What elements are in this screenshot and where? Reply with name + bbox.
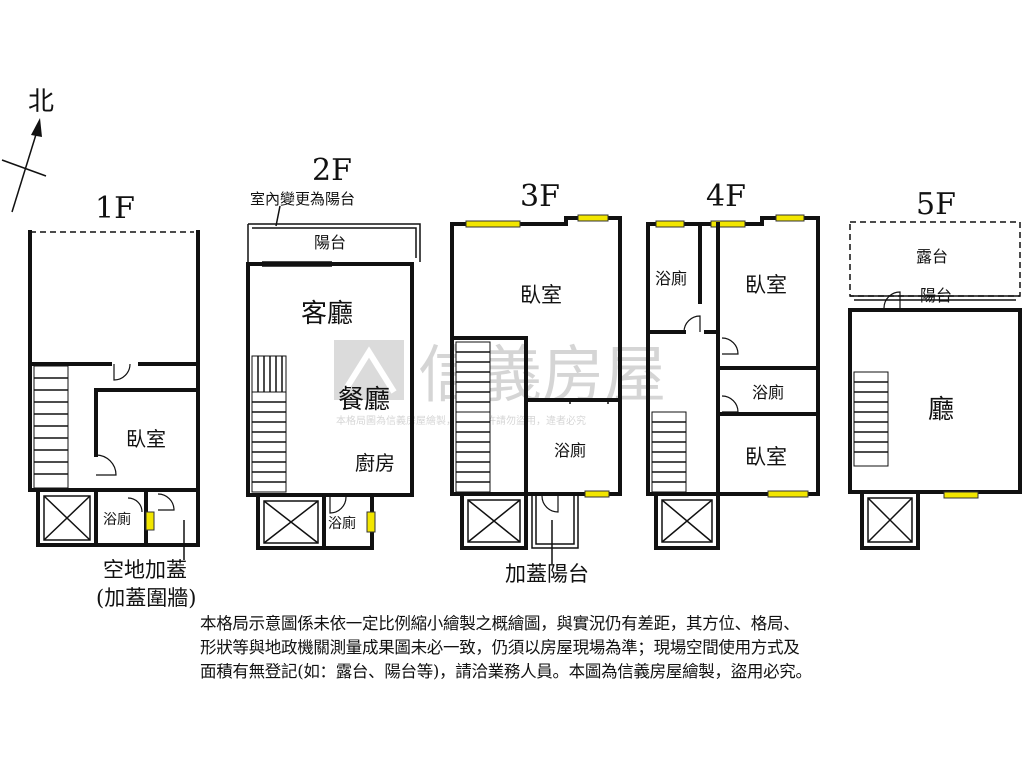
disclaimer: 本格局示意圖係未依一定比例縮小繪製之概繪圖，與實況仍有差距，其方位、格局、 形狀… xyxy=(200,612,1000,684)
stairs-2f xyxy=(251,355,287,493)
annotation-extension-line1: 空地加蓋 xyxy=(103,558,187,582)
floor-1f: 1F 臥室 浴廁 xyxy=(28,191,200,560)
north-label: 北 xyxy=(28,87,54,117)
stairs-1f xyxy=(33,365,69,489)
room-3f-bedroom: 臥室 xyxy=(520,283,562,307)
room-1f-bedroom: 臥室 xyxy=(126,427,166,451)
floor-2f: 2F 室內變更為陽台 陽台 客廳 餐廳 廚房 浴廁 xyxy=(246,153,421,550)
floor-3f-label: 3F xyxy=(520,179,560,214)
room-2f-bath: 浴廁 xyxy=(328,515,356,532)
annotation-added-balcony: 加蓋陽台 xyxy=(505,562,589,586)
floor-2f-note: 室內變更為陽台 xyxy=(250,190,355,208)
floor-3f: 3F 臥室 浴廁 xyxy=(450,179,622,564)
floor-4f-label: 4F xyxy=(706,179,746,214)
room-2f-kitchen: 廚房 xyxy=(355,451,395,475)
room-3f-bath: 浴廁 xyxy=(554,441,586,460)
room-4f-bedroom1: 臥室 xyxy=(745,273,787,297)
room-5f-balcony: 陽台 xyxy=(920,286,952,305)
floor-5f: 5F 露台 陽台 廳 xyxy=(848,187,1022,550)
annotation-extension-line2: (加蓋圍牆) xyxy=(96,586,196,610)
floor-4f: 4F 浴廁 臥室 浴廁 臥室 xyxy=(646,179,820,550)
floor-5f-label: 5F xyxy=(916,187,956,222)
disclaimer-line: 面積有無登記(如：露台、陽台等)，請洽業務人員。本圖為信義房屋繪製，盜用必究。 xyxy=(200,662,812,681)
shaft-5f xyxy=(867,497,913,543)
room-2f-dining: 餐廳 xyxy=(338,385,390,415)
room-2f-living: 客廳 xyxy=(301,299,353,329)
disclaimer-line: 本格局示意圖係未依一定比例縮小繪製之概繪圖，與實況仍有差距，其方位、格局、 xyxy=(200,614,800,633)
floor-2f-label: 2F xyxy=(312,153,352,188)
room-4f-bath2: 浴廁 xyxy=(752,383,784,402)
room-5f-terrace: 露台 xyxy=(916,247,948,266)
shaft-2f xyxy=(263,500,319,544)
north-arrow: 北 xyxy=(1,87,54,213)
stairs-4f xyxy=(651,411,687,493)
disclaimer-line: 形狀等與地政機關測量成果圖未必一致，仍須以房屋現場為準；現場空間使用方式及 xyxy=(200,638,800,657)
shaft-1f xyxy=(43,495,91,541)
room-2f-balcony: 陽台 xyxy=(314,233,346,252)
room-4f-bath1: 浴廁 xyxy=(655,269,687,288)
watermark-logo-icon xyxy=(334,340,404,400)
floor-1f-label: 1F xyxy=(95,191,135,226)
room-5f-hall: 廳 xyxy=(928,395,954,425)
shaft-4f xyxy=(661,499,713,543)
room-1f-bath: 浴廁 xyxy=(103,511,131,528)
room-4f-bedroom2: 臥室 xyxy=(745,445,787,469)
stairs-3f xyxy=(455,341,491,493)
shaft-3f xyxy=(467,499,521,543)
stairs-5f xyxy=(853,371,889,467)
